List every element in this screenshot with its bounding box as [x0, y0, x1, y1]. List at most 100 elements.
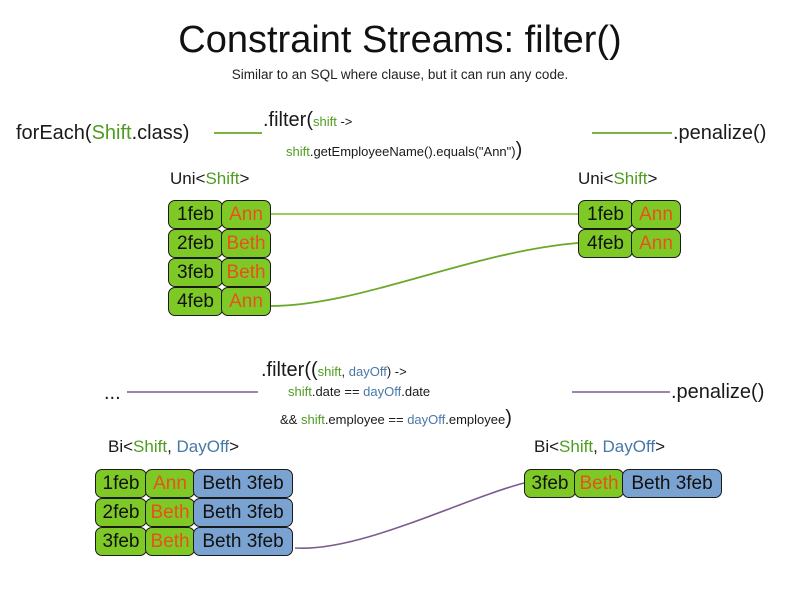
tuple-date-text: 4feb: [587, 233, 624, 254]
tuple-name-cell: Beth: [221, 229, 271, 258]
bi-right-header: Bi<Shift, DayOff>: [534, 437, 665, 457]
uni-right-header-suffix: >: [647, 169, 658, 188]
foreach-suffix: .class): [131, 122, 190, 144]
table-row[interactable]: 2feb Beth: [168, 229, 271, 258]
tuple-name-cell: Ann: [221, 287, 271, 316]
tuple-name-cell: Ann: [221, 200, 271, 229]
uni-filter-param2: shift: [286, 144, 310, 159]
bi-left-header-suffix: >: [229, 437, 240, 456]
tuple-date-text: 3feb: [177, 262, 214, 283]
bi-filter-line1: .filter((shift, dayOff) ->: [261, 358, 407, 382]
tuple-dayoff-text: Beth 3feb: [202, 502, 284, 523]
tuple-name-text: Beth: [226, 262, 266, 283]
bi-right-header-type2: DayOff: [602, 437, 656, 456]
table-row[interactable]: 3feb Beth Beth 3feb: [524, 469, 722, 498]
foreach-label: forEach(Shift.class): [16, 121, 189, 145]
uni-filter-param: shift: [313, 114, 337, 129]
uni-penalize-label: .penalize(): [673, 122, 767, 144]
tuple-date-text: 3feb: [102, 531, 140, 552]
tuple-dayoff-text: Beth 3feb: [202, 473, 284, 494]
bi-filter3-close-paren: ): [505, 407, 512, 429]
bi-filter-comma: ,: [341, 364, 349, 379]
table-row[interactable]: 1feb Ann: [578, 200, 681, 229]
bi-left-header-comma: ,: [167, 437, 177, 456]
table-row[interactable]: 2feb Beth Beth 3feb: [95, 498, 293, 527]
tuple-dayoff-cell: Beth 3feb: [193, 527, 293, 556]
uni-right-tuple-stack: 1feb Ann 4feb Ann: [578, 200, 681, 258]
tuple-date-cell: 3feb: [168, 258, 223, 287]
bi-filter-param1: shift: [317, 364, 342, 379]
bi-filter3-param2: dayOff: [407, 412, 446, 427]
table-row[interactable]: 3feb Beth Beth 3feb: [95, 527, 293, 556]
tuple-date-cell: 2feb: [168, 229, 223, 258]
bi-left-header-type1: Shift: [133, 437, 168, 456]
table-row[interactable]: 4feb Ann: [578, 229, 681, 258]
uni-left-header-type: Shift: [205, 169, 240, 188]
tuple-date-cell: 3feb: [95, 527, 147, 556]
tuple-dayoff-text: Beth 3feb: [202, 531, 284, 552]
tuple-name-text: Beth: [579, 473, 619, 494]
wire-uni-4feb: [270, 242, 579, 307]
bi-filter2-tail: .date: [401, 384, 431, 399]
bi-filter3-amp: &&: [280, 412, 301, 427]
tuple-name-cell: Ann: [145, 469, 195, 498]
tuple-name-text: Beth: [226, 233, 266, 254]
tuple-name-text: Ann: [639, 233, 673, 254]
bi-right-header-suffix: >: [655, 437, 666, 456]
page-title: Constraint Streams: filter(): [178, 19, 622, 61]
tuple-date-text: 4feb: [177, 291, 214, 312]
bi-right-header-prefix: Bi<: [534, 437, 560, 456]
bi-right-header-comma: ,: [593, 437, 603, 456]
tuple-name-text: Ann: [229, 204, 263, 225]
uni-filter-arrow: ->: [336, 114, 353, 129]
tuple-name-text: Beth: [150, 531, 190, 552]
tuple-date-text: 2feb: [102, 502, 140, 523]
uni-left-header-prefix: Uni<: [170, 169, 206, 188]
tuple-name-cell: Beth: [221, 258, 271, 287]
tuple-date-cell: 1feb: [168, 200, 223, 229]
tuple-dayoff-text: Beth 3feb: [631, 473, 713, 494]
uni-left-tuple-stack: 1feb Ann 2feb Beth 3feb Beth 4feb Ann: [168, 200, 271, 316]
tuple-dayoff-cell: Beth 3feb: [193, 469, 293, 498]
bi-filter2-mid: .date ==: [311, 384, 364, 399]
tuple-date-text: 1feb: [587, 204, 624, 225]
uni-filter-close-paren: ): [515, 139, 523, 161]
bi-left-tuple-stack: 1feb Ann Beth 3feb 2feb Beth Beth 3feb 3…: [95, 469, 293, 556]
bi-filter3-param1: shift: [300, 412, 325, 427]
uni-filter-head: .filter(: [263, 109, 313, 131]
tuple-name-cell: Beth: [145, 498, 195, 527]
uni-right-header-prefix: Uni<: [578, 169, 614, 188]
tuple-date-cell: 1feb: [578, 200, 633, 229]
bi-filter2-param1: shift: [288, 384, 312, 399]
tuple-date-cell: 4feb: [168, 287, 223, 316]
bi-filter3-mid: .employee ==: [324, 412, 408, 427]
tuple-name-cell: Beth: [574, 469, 624, 498]
tuple-name-text: Ann: [229, 291, 263, 312]
foreach-prefix: forEach(: [16, 122, 92, 144]
tuple-name-text: Ann: [639, 204, 673, 225]
uni-left-header-suffix: >: [239, 169, 250, 188]
uni-filter-line1: .filter(shift ->: [263, 108, 352, 132]
tuple-date-cell: 1feb: [95, 469, 147, 498]
tuple-name-cell: Ann: [631, 229, 681, 258]
wire-bi-3feb: [294, 482, 525, 549]
tuple-date-text: 3feb: [531, 473, 569, 494]
tuple-name-text: Ann: [153, 473, 187, 494]
tuple-date-cell: 4feb: [578, 229, 633, 258]
bi-source-ellipsis: ...: [104, 382, 121, 404]
bi-filter-arrow: ) ->: [386, 364, 407, 379]
tuple-dayoff-cell: Beth 3feb: [193, 498, 293, 527]
tuple-date-text: 1feb: [102, 473, 140, 494]
bi-filter-param2: dayOff: [348, 364, 387, 379]
uni-filter-line2: shift.getEmployeeName().equals("Ann")): [286, 138, 522, 162]
uni-left-header: Uni<Shift>: [170, 169, 249, 189]
table-row[interactable]: 1feb Ann Beth 3feb: [95, 469, 293, 498]
table-row[interactable]: 4feb Ann: [168, 287, 271, 316]
bi-right-header-type1: Shift: [559, 437, 594, 456]
table-row[interactable]: 3feb Beth: [168, 258, 271, 287]
tuple-date-cell: 3feb: [524, 469, 576, 498]
uni-right-header: Uni<Shift>: [578, 169, 657, 189]
table-row[interactable]: 1feb Ann: [168, 200, 271, 229]
page-subtitle: Similar to an SQL where clause, but it c…: [231, 67, 569, 82]
tuple-date-cell: 2feb: [95, 498, 147, 527]
